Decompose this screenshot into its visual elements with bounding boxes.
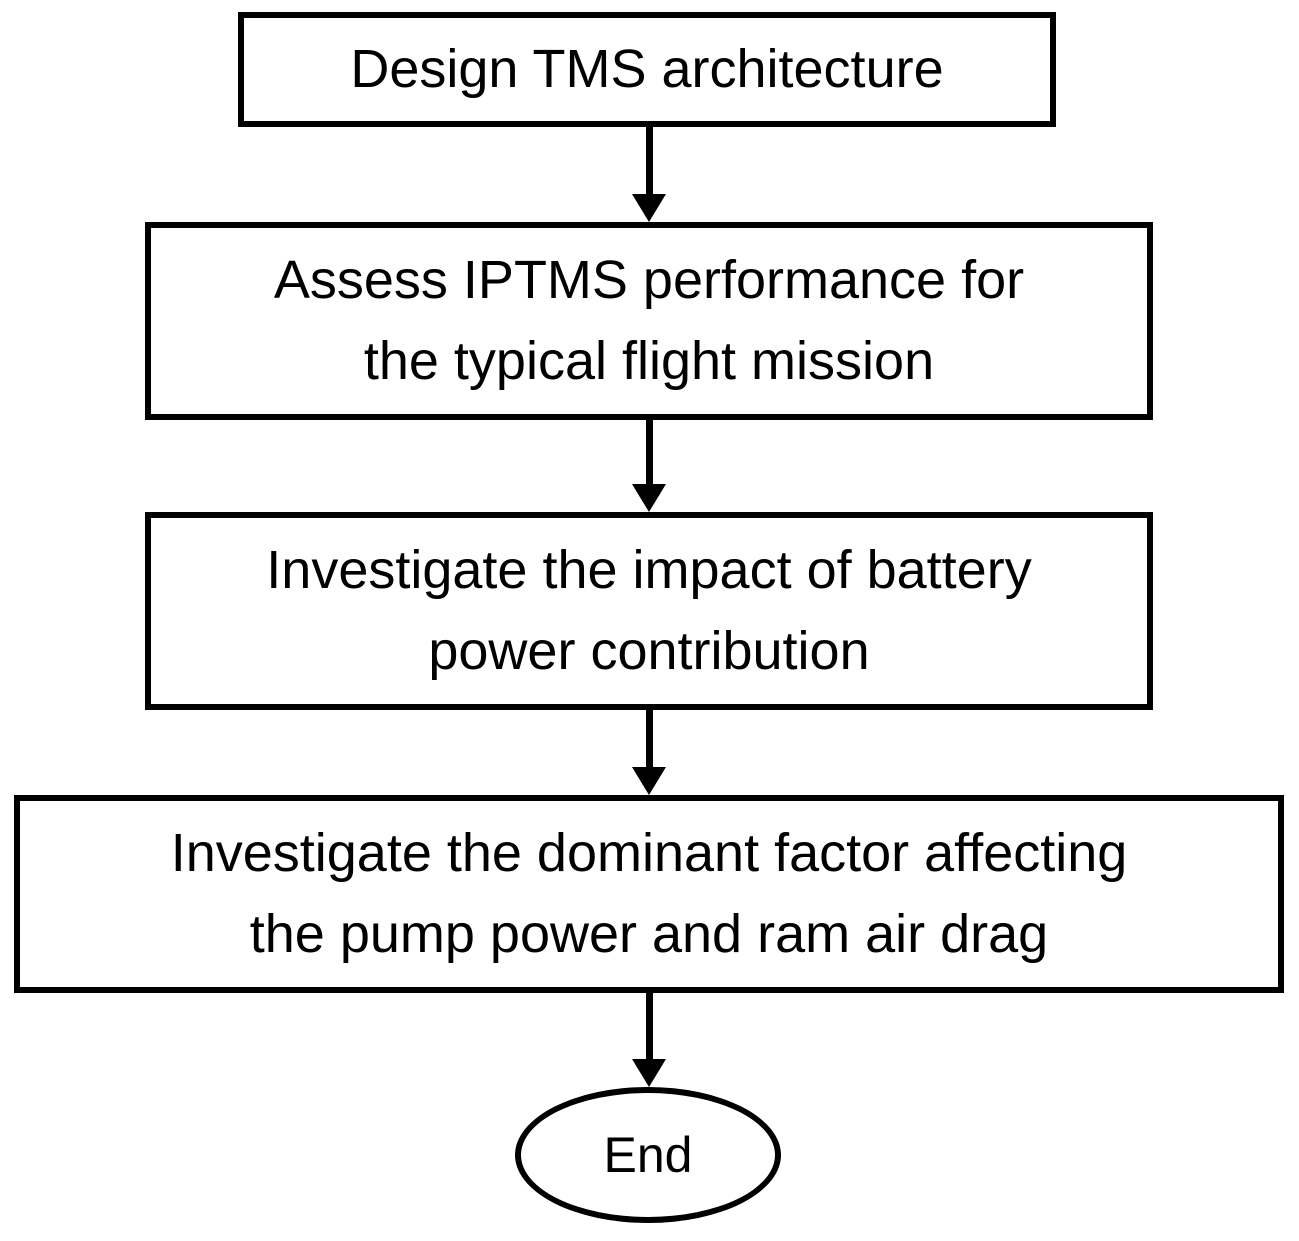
flow-arrow-assess-to-battery bbox=[632, 420, 666, 512]
flow-node-battery-power-impact: Investigate the impact of battery power … bbox=[145, 512, 1153, 710]
node-label: Design TMS architecture bbox=[350, 39, 944, 99]
flow-node-assess-iptms-performance: Assess IPTMS performance for the typical… bbox=[145, 222, 1153, 420]
flow-arrow-battery-to-dominant bbox=[632, 710, 666, 795]
node-label: Assess IPTMS performance for the typical… bbox=[273, 250, 1025, 391]
arrow-stem bbox=[645, 127, 653, 194]
arrow-stem bbox=[645, 420, 653, 484]
flow-arrow-dominant-to-end bbox=[632, 993, 666, 1087]
flow-node-design-tms-architecture: Design TMS architecture bbox=[238, 12, 1056, 127]
flow-node-end: End bbox=[515, 1087, 781, 1223]
arrow-head-icon bbox=[632, 484, 666, 512]
arrow-stem bbox=[645, 993, 653, 1059]
arrow-head-icon bbox=[632, 194, 666, 222]
node-label: Investigate the dominant factor affectin… bbox=[170, 823, 1128, 964]
flow-arrow-design-to-assess bbox=[632, 127, 666, 222]
node-label: End bbox=[603, 1126, 693, 1183]
arrow-stem bbox=[645, 710, 653, 767]
flow-node-dominant-factor: Investigate the dominant factor affectin… bbox=[14, 795, 1284, 993]
arrow-head-icon bbox=[632, 767, 666, 795]
arrow-head-icon bbox=[632, 1059, 666, 1087]
node-label: Investigate the impact of battery power … bbox=[266, 540, 1032, 681]
